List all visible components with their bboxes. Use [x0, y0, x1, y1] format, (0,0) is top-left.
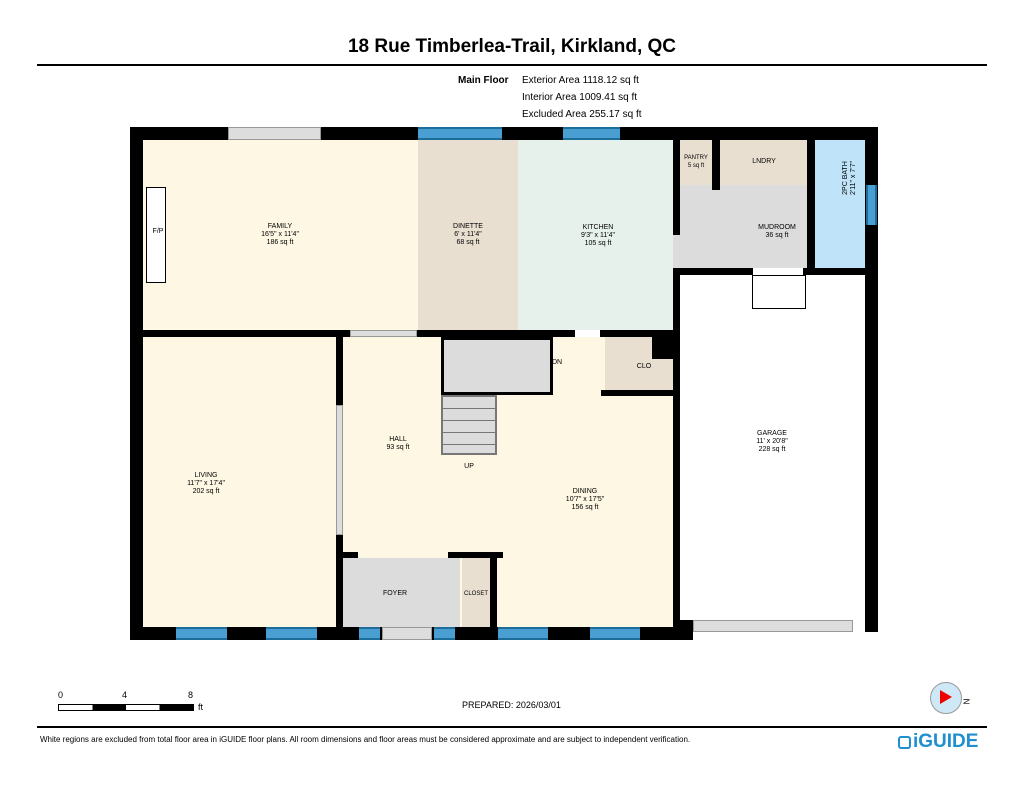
wall — [343, 552, 358, 558]
divider — [37, 64, 987, 66]
room-label-closet: CLOSET — [463, 591, 489, 597]
window — [418, 127, 502, 140]
interior-area: Interior Area 1009.41 sq ft — [522, 92, 638, 103]
garage-door — [693, 620, 853, 632]
opening — [336, 405, 343, 535]
wall — [417, 330, 575, 337]
wall — [490, 552, 497, 627]
brand-logo: iGUIDE — [898, 731, 978, 753]
patio-door — [228, 127, 321, 140]
scale-bar — [58, 704, 194, 711]
wall — [807, 140, 815, 268]
opening — [350, 330, 417, 337]
scale-label-4: 4 — [122, 690, 128, 700]
room-bath — [815, 140, 865, 268]
prepared-date: PREPARED: 2026/03/01 — [462, 700, 561, 710]
wall — [336, 337, 343, 405]
front-door — [382, 627, 432, 640]
wall — [601, 390, 673, 396]
wall — [130, 127, 143, 640]
stairs-up — [441, 395, 497, 455]
wall — [712, 140, 720, 190]
room-label-clo: CLO — [636, 363, 652, 370]
wall — [803, 268, 878, 275]
fireplace — [146, 187, 166, 283]
compass-needle — [940, 690, 952, 704]
window — [866, 185, 877, 225]
wall — [680, 620, 693, 632]
room-lndry — [720, 140, 807, 185]
stairs-down — [441, 337, 553, 395]
area-summary: Main Floor Exterior Area 1118.12 sq ft In… — [458, 72, 642, 123]
window — [176, 627, 227, 640]
room-foyer — [343, 558, 460, 627]
room-label-lndry: LNDRY — [752, 158, 776, 165]
wall — [673, 268, 753, 275]
wall — [600, 330, 673, 337]
floor-name: Main Floor — [458, 75, 509, 86]
room-dinette — [418, 140, 518, 330]
wall — [865, 127, 878, 632]
window — [266, 627, 317, 640]
room-family — [143, 140, 418, 330]
compass-icon — [930, 682, 962, 714]
room-garage — [680, 275, 865, 620]
exterior-area: Exterior Area 1118.12 sq ft — [522, 75, 639, 86]
brand-icon — [898, 735, 911, 749]
divider — [37, 726, 987, 728]
wall — [673, 140, 680, 235]
window — [590, 627, 640, 640]
window — [563, 127, 620, 140]
room-closet — [462, 558, 490, 627]
wall — [143, 330, 350, 337]
wall — [673, 275, 680, 635]
room-kitchen — [518, 140, 673, 330]
disclaimer: White regions are excluded from total fl… — [40, 735, 691, 744]
garage-steps — [752, 275, 806, 309]
wall — [336, 535, 343, 627]
window — [434, 627, 455, 640]
stairs-down-label: DN — [551, 359, 563, 366]
stairs-up-label: UP — [464, 463, 474, 470]
scale-label-0: 0 — [58, 690, 64, 700]
window — [359, 627, 380, 640]
compass-north-label: N — [961, 698, 971, 705]
fireplace-label: F/P — [152, 228, 164, 235]
excluded-area: Excluded Area 255.17 sq ft — [522, 109, 642, 120]
brand-name: iGUIDE — [913, 731, 979, 752]
wall — [448, 552, 503, 558]
page-title: 18 Rue Timberlea-Trail, Kirkland, QC — [347, 36, 677, 57]
room-label-foyer: FOYER — [382, 590, 408, 597]
room-pantry — [680, 140, 712, 185]
scale-unit: ft — [198, 702, 204, 712]
room-living — [143, 337, 336, 627]
scale-label-8: 8 — [188, 690, 194, 700]
window — [498, 627, 548, 640]
wall — [652, 337, 673, 359]
